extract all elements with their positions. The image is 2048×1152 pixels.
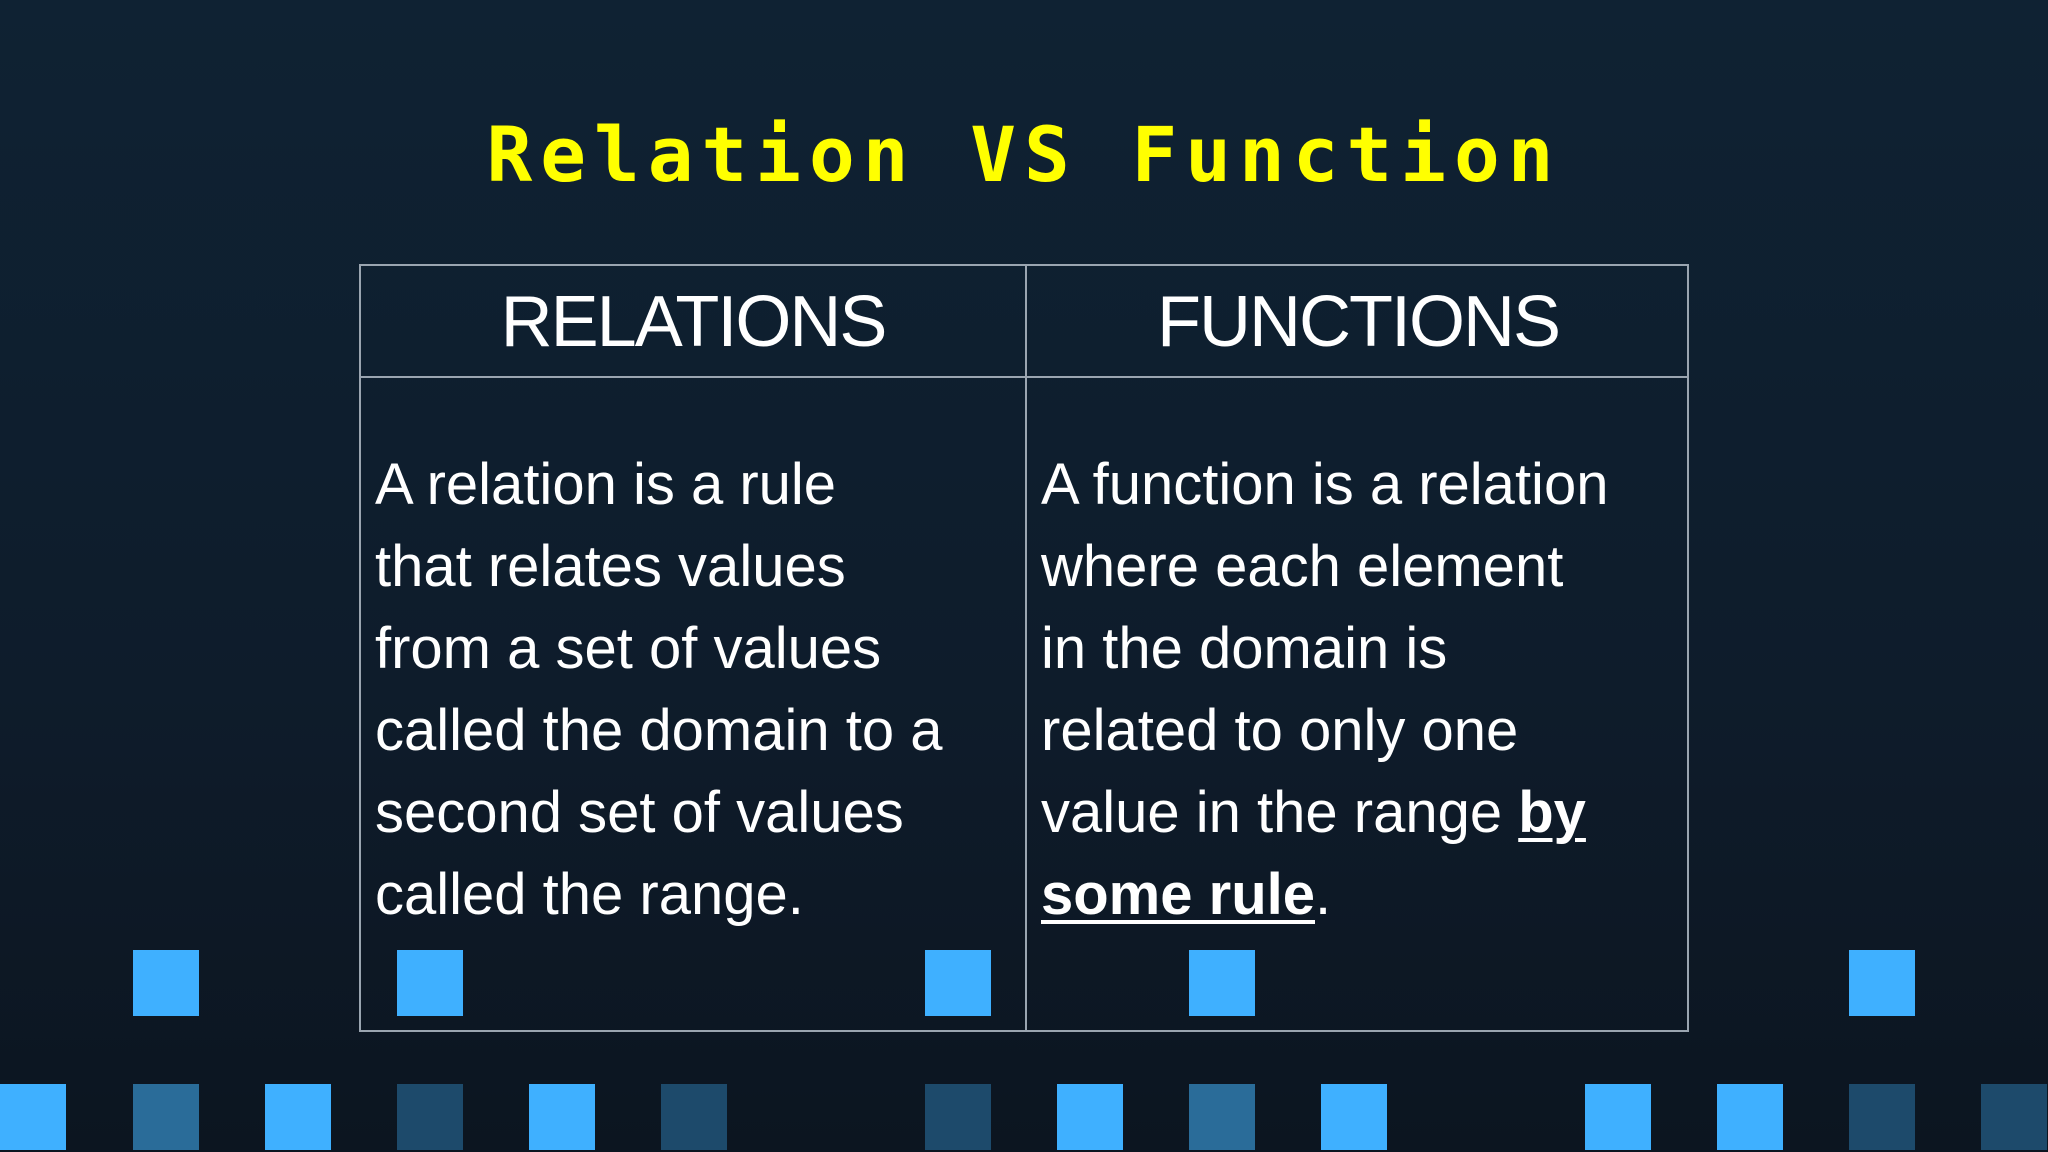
header-divider xyxy=(361,376,1687,378)
relations-line: second set of values xyxy=(375,780,904,845)
functions-line-text: value in the range xyxy=(1041,780,1519,845)
functions-line: A function is a relation xyxy=(1041,452,1609,517)
pixel-square xyxy=(133,1084,199,1150)
header-relations: RELATIONS xyxy=(500,282,888,362)
functions-line: some rule. xyxy=(1041,854,1681,936)
functions-line: related to only one xyxy=(1041,698,1519,763)
functions-line: where each element xyxy=(1041,534,1564,599)
pixel-square xyxy=(1981,1084,2047,1150)
header-functions: FUNCTIONS xyxy=(1157,282,1561,362)
relations-line: that relates values xyxy=(375,534,846,599)
relations-line: called the domain to a xyxy=(375,698,943,763)
comparison-table: RELATIONS FUNCTIONS A relation is a rule… xyxy=(359,264,1689,1032)
pixel-square xyxy=(0,1084,66,1150)
pixel-square xyxy=(1189,1084,1255,1150)
functions-definition: A function is a relation where each elem… xyxy=(1041,444,1681,936)
functions-line: value in the range by xyxy=(1041,772,1681,854)
relations-definition: A relation is a rule that relates values… xyxy=(375,444,1015,936)
pixel-square xyxy=(925,950,991,1016)
pixel-square xyxy=(1189,950,1255,1016)
pixel-square xyxy=(1321,1084,1387,1150)
functions-line-period: . xyxy=(1315,862,1332,927)
pixel-square xyxy=(397,1084,463,1150)
functions-line: in the domain is xyxy=(1041,616,1448,681)
pixel-square xyxy=(397,950,463,1016)
pixel-square xyxy=(1849,1084,1915,1150)
pixel-square xyxy=(661,1084,727,1150)
slide-title: Relation VS Function xyxy=(486,110,1562,199)
pixel-square xyxy=(1585,1084,1651,1150)
pixel-square xyxy=(133,950,199,1016)
pixel-square xyxy=(265,1084,331,1150)
emphasis-some-rule: some rule xyxy=(1041,862,1315,927)
column-divider xyxy=(1025,266,1027,1030)
pixel-square xyxy=(1057,1084,1123,1150)
pixel-square xyxy=(529,1084,595,1150)
relations-line: from a set of values xyxy=(375,616,882,681)
pixel-square xyxy=(1717,1084,1783,1150)
relations-line: A relation is a rule xyxy=(375,452,837,517)
emphasis-by: by xyxy=(1518,780,1586,845)
relations-line: called the range. xyxy=(375,862,804,927)
pixel-square xyxy=(925,1084,991,1150)
pixel-square xyxy=(1849,950,1915,1016)
